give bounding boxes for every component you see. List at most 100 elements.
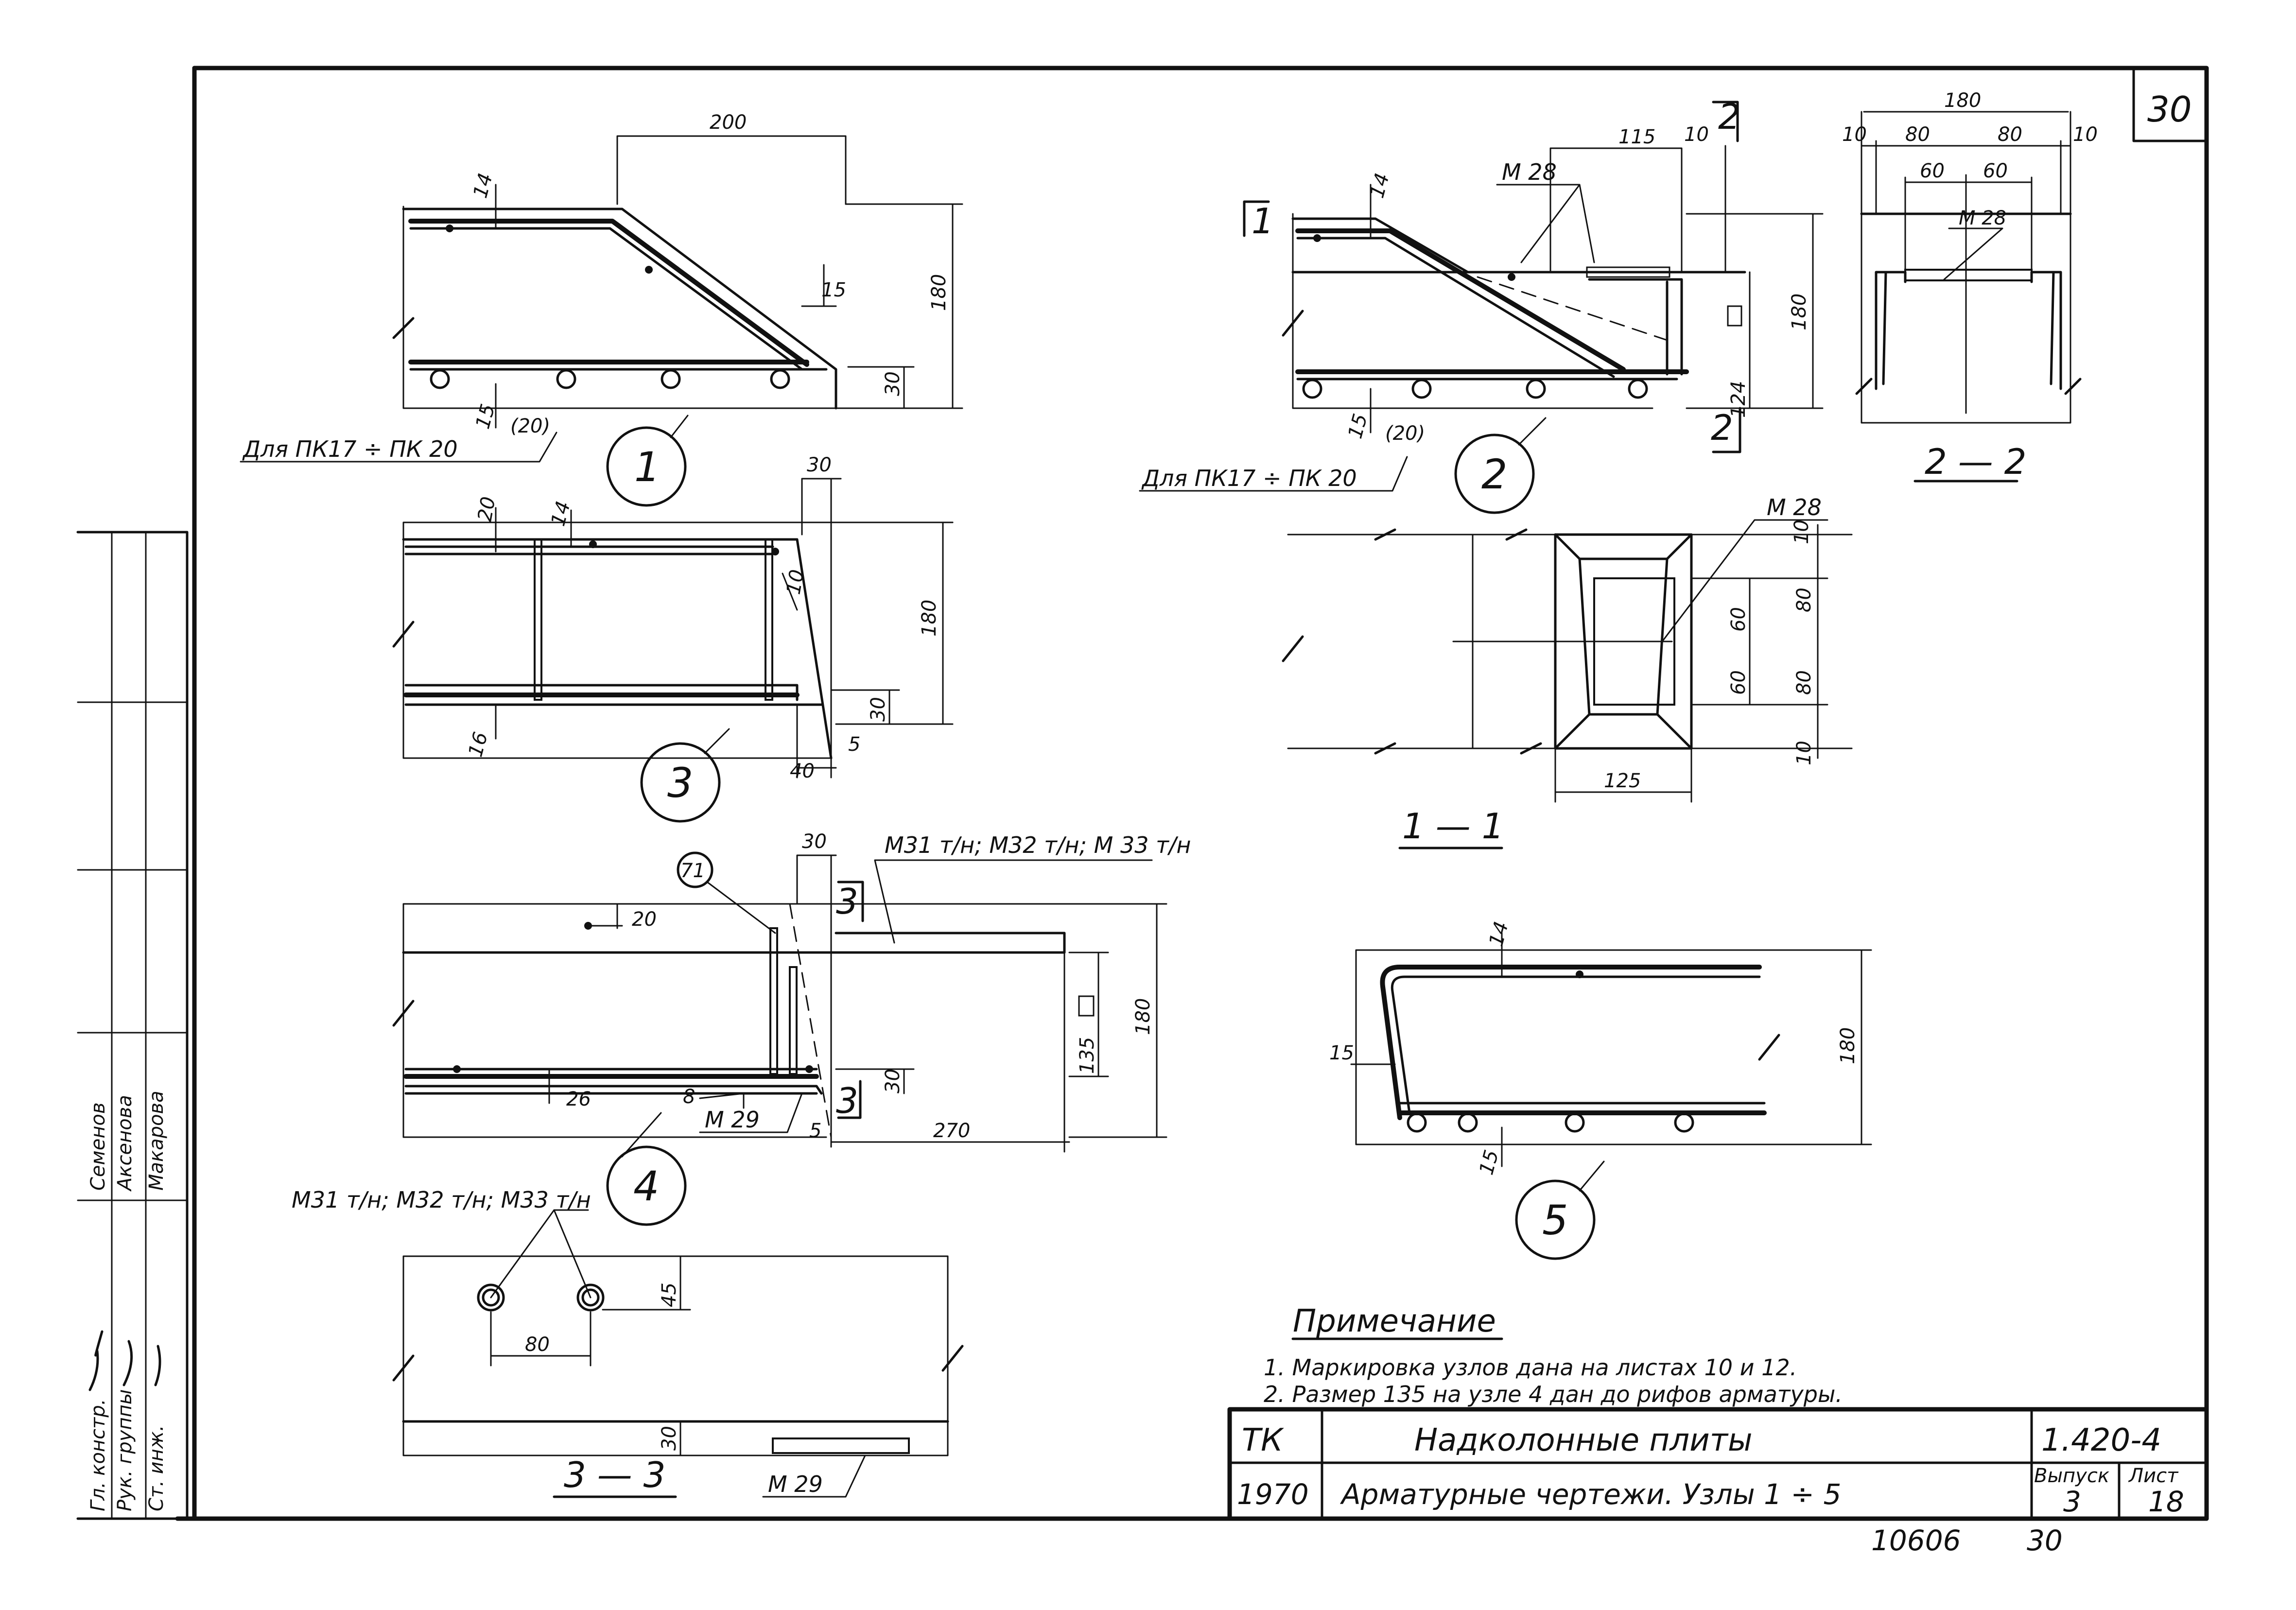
node3-dim-30b: 30 — [867, 697, 889, 722]
node-5: 14 180 15 15 5 — [1329, 919, 1872, 1260]
node1-dim-30: 30 — [882, 371, 904, 396]
note-item-2: 2. Размер 135 на узле 4 дан до рифов арм… — [1264, 1381, 1843, 1407]
node2-section-left: 1 — [1252, 201, 1274, 242]
s11-dim-60a: 60 — [1727, 607, 1750, 632]
s22-dim-60b: 60 — [1983, 160, 2008, 182]
node5-dim-14: 14 — [1485, 919, 1513, 949]
s11-dim-10a: 10 — [1791, 519, 1813, 544]
s11-dim-10b: 10 — [1793, 741, 1815, 765]
s22-dim-10a: 10 — [1842, 123, 1867, 146]
sheet-frame: 30 — [175, 66, 2209, 1521]
node4-mark-top: М31 т/н; М32 т/н; М 33 т/н — [885, 832, 1191, 858]
s22-dim-60a: 60 — [1920, 160, 1945, 182]
stamp-name-3: Макарова — [145, 1091, 168, 1191]
node-2: 115 10 2 2 1 180 124 14 М 28 15 (20) Для… — [1139, 96, 1824, 514]
stamp-name-1: Семенов — [87, 1102, 109, 1191]
tb-inventory: 10606 — [1871, 1524, 1961, 1557]
node4-dim-180: 180 — [1132, 998, 1154, 1035]
note-item-1: 1. Маркировка узлов дана на листах 10 и … — [1264, 1354, 1797, 1381]
node2-dim-15: 15 — [1344, 412, 1372, 441]
stamp-role-1: Гл. констр. — [87, 1399, 109, 1511]
s11-dim-60b: 60 — [1727, 670, 1750, 695]
node2-dim-180: 180 — [1788, 294, 1810, 330]
tb-sheet: 18 — [2148, 1485, 2184, 1518]
title-block: ТК 1970 Надколонные плиты Арматурные чер… — [1227, 1407, 2209, 1557]
s33-dim-80: 80 — [525, 1333, 550, 1356]
notes: Примечание 1. Маркировка узлов дана на л… — [1264, 1303, 1843, 1407]
node4-section-bottom: 3 — [836, 1080, 858, 1121]
node2-section-bottom: 2 — [1711, 407, 1733, 448]
node5-dim-15a: 15 — [1329, 1042, 1354, 1064]
node2-dim-10: 10 — [1684, 123, 1709, 146]
node3-dim-5: 5 — [848, 733, 860, 756]
notes-heading: Примечание — [1293, 1303, 1496, 1339]
s22-title: 2 — 2 — [1925, 441, 2026, 482]
s11-dim-80a: 80 — [1793, 588, 1815, 612]
node5-dim-15b: 15 — [1475, 1148, 1503, 1177]
s33-mark-bottom: М 29 — [768, 1471, 823, 1497]
node4-marker-71: 71 — [680, 860, 705, 882]
node1-dim-15: 15 — [821, 279, 846, 301]
node2-section-top: 2 — [1718, 96, 1740, 137]
s33-title: 3 — 3 — [564, 1454, 665, 1495]
node1-dim-20: (20) — [510, 415, 550, 437]
stamp-name-2: Аксенова — [114, 1095, 136, 1192]
stamp-role-3: Ст. инж. — [145, 1425, 168, 1511]
section-1-1: М 28 10 80 60 60 80 10 125 1 — 1 — [1282, 494, 1853, 849]
s22-dim-10b: 10 — [2073, 123, 2098, 146]
node3-dim-30: 30 — [807, 454, 832, 476]
node4-dim-20: 20 — [632, 908, 657, 931]
tb-issue-label: Выпуск — [2034, 1465, 2109, 1487]
tb-title: Надколонные плиты — [1414, 1422, 1753, 1458]
side-stamp: Гл. констр. Рук. группы Ст. инж. Семенов… — [76, 531, 189, 1520]
tb-org: ТК — [1242, 1422, 1284, 1458]
node3-dim-180: 180 — [918, 600, 940, 637]
tb-issue: 3 — [2063, 1485, 2081, 1518]
s11-title: 1 — 1 — [1402, 806, 1504, 847]
node2-dim-115: 115 — [1618, 126, 1655, 148]
sheet-corner-number: 30 — [2147, 89, 2192, 130]
node2-dim-20: (20) — [1385, 422, 1425, 445]
s22-dim-80a: 80 — [1905, 123, 1930, 146]
stamp-role-2: Рук. группы — [114, 1389, 136, 1511]
s22-mark-m28: М 28 — [1959, 207, 2006, 229]
tb-sheet-label: Лист — [2128, 1465, 2179, 1487]
node4-section-top: 3 — [836, 881, 858, 922]
tb-year: 1970 — [1237, 1478, 1309, 1511]
node-4: 30 20 71 3 3 М31 т/н; М32 т/н; М 33 т/н … — [392, 831, 1191, 1226]
s11-dim-80b: 80 — [1793, 670, 1815, 695]
node4-dim-135: 135 — [1076, 1037, 1098, 1074]
node1-dim-200: 200 — [710, 111, 747, 134]
node3-dim-40: 40 — [790, 760, 815, 782]
node2-dim-124: 124 — [1727, 381, 1750, 418]
node4-dim-30: 30 — [802, 831, 827, 853]
s11-mark-m28: М 28 — [1767, 494, 1822, 520]
node2-mark-m28: М 28 — [1502, 159, 1557, 185]
node-1: 200 180 14 15 30 15 (20) Для ПК17 ÷ ПК 2… — [240, 111, 963, 507]
node-3: 30 20 14 10 180 16 30 40 5 3 — [392, 454, 954, 823]
section-2-2: 180 10 80 80 10 60 60 М 28 2 — 2 — [1842, 89, 2098, 483]
stamp-signatures — [88, 1330, 161, 1391]
node1-dim-14: 14 — [469, 171, 497, 201]
section-3-3: М31 т/н; М32 т/н; М33 т/н 80 45 30 М 29 … — [292, 1187, 964, 1498]
node4-mark-bottom: М 29 — [705, 1107, 760, 1133]
s33-dim-45: 45 — [658, 1282, 680, 1307]
tb-series: 1.420-4 — [2041, 1422, 2161, 1458]
node4-dim-8: 8 — [683, 1086, 695, 1108]
s33-mark-top: М31 т/н; М32 т/н; М33 т/н — [292, 1187, 591, 1213]
node5-number: 5 — [1542, 1196, 1568, 1244]
node2-note: Для ПК17 ÷ ПК 20 — [1141, 465, 1357, 491]
s22-dim-80b: 80 — [1998, 123, 2022, 146]
node3-number: 3 — [667, 759, 693, 807]
node3-dim-16: 16 — [464, 730, 492, 760]
s22-dim-180: 180 — [1944, 89, 1981, 112]
node1-dim-180: 180 — [928, 274, 950, 311]
node2-number: 2 — [1481, 450, 1507, 498]
node5-dim-180: 180 — [1837, 1027, 1859, 1064]
node1-note: Для ПК17 ÷ ПК 20 — [242, 436, 458, 462]
node4-dim-30b: 30 — [882, 1069, 904, 1093]
node4-dim-5: 5 — [809, 1120, 821, 1142]
s33-dim-30: 30 — [658, 1426, 680, 1451]
node4-dim-270: 270 — [933, 1120, 970, 1142]
